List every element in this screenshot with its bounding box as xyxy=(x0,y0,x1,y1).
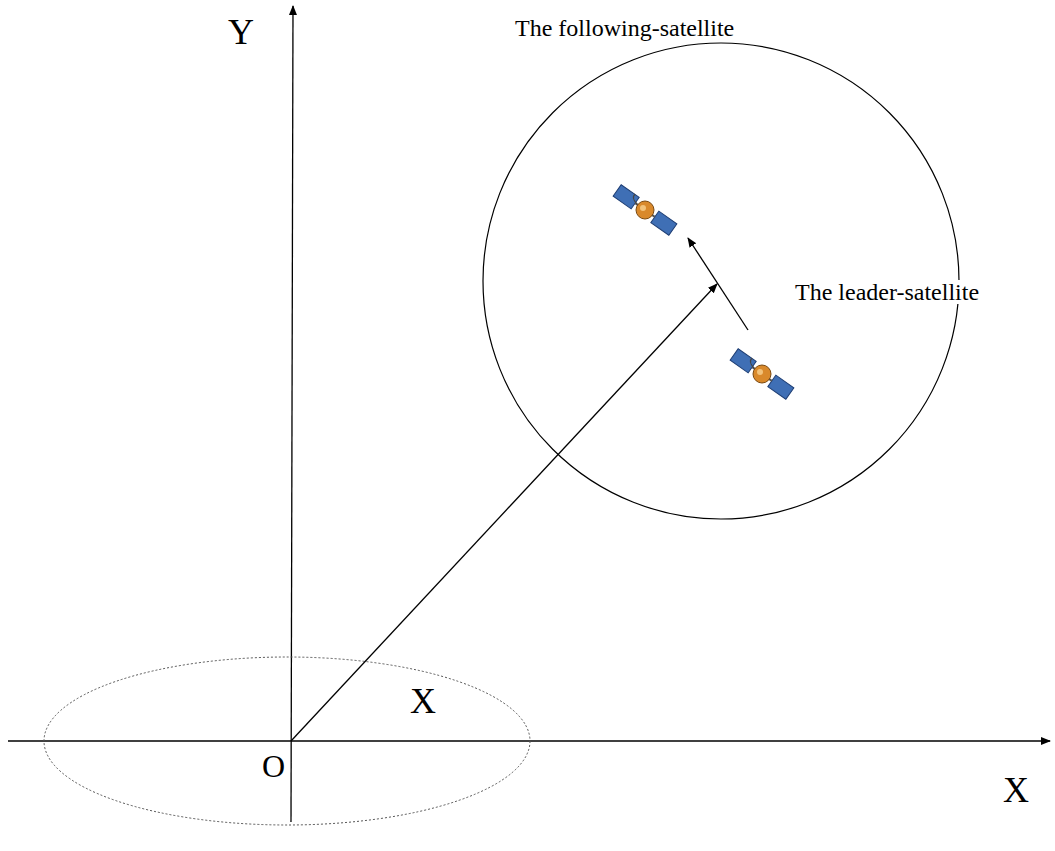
position-vector xyxy=(291,284,717,741)
axis-label: X xyxy=(1003,772,1029,808)
origin-label: O xyxy=(262,750,285,782)
following-satellite-icon xyxy=(613,185,677,235)
earth-orbit xyxy=(44,657,530,825)
axis-label: Y xyxy=(228,14,254,50)
leader-satellite-icon xyxy=(730,349,794,399)
vector-label: X xyxy=(410,683,436,719)
y-axis xyxy=(291,6,293,822)
x-axis xyxy=(8,740,1050,741)
relative-vector xyxy=(688,238,748,330)
satellite-label: The following-satellite xyxy=(513,16,736,40)
satellite-label: The leader-satellite xyxy=(793,280,981,304)
